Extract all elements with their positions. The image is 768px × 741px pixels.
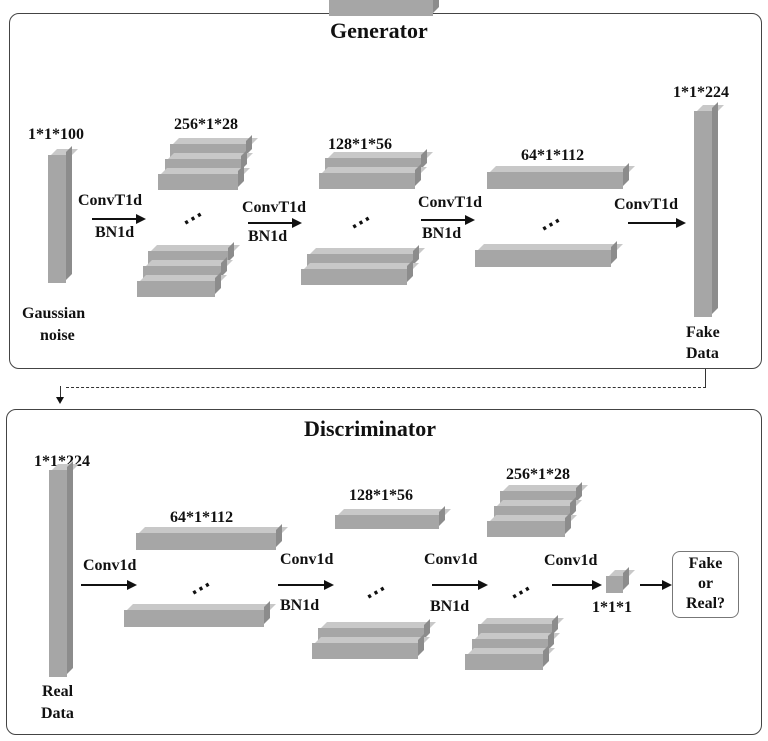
disc-input-caption-1: Real [42,683,74,700]
disc-arrow-1 [81,580,137,590]
gen-op3-top: ConvT1d [418,194,483,211]
gen-layer1-dims: 256*1*28 [174,116,238,133]
disc-layer3-block [487,521,565,537]
gen-op1-bottom: BN1d [95,224,135,241]
gen-op2-bottom: BN1d [248,228,288,245]
disc-arrow-5 [640,580,672,590]
disc-arrow-2 [278,580,334,590]
gen-output-caption-2: Data [686,345,719,362]
gen-layer3-block [475,250,611,267]
gen-output-dims: 1*1*224 [673,84,729,101]
disc-layer2-block [335,515,439,529]
disc-op3-top: Conv1d [424,551,478,568]
gen-output-caption-1: Fake [686,324,720,341]
decision-line-1: Fake [688,555,723,572]
gen-output-vector [694,111,712,317]
disc-layer3-dims: 256*1*28 [506,466,570,483]
gen-arrow-2 [248,218,302,228]
disc-arrow-4 [552,580,602,590]
feedback-arrowhead-icon [56,397,64,404]
feedback-connector-down [60,386,61,400]
gen-op3-bottom: BN1d [422,225,462,242]
disc-op2-bottom: BN1d [280,597,320,614]
gen-op2-top: ConvT1d [242,199,307,216]
gen-arrow-4 [628,218,686,228]
gen-layer1-block [158,174,238,190]
feedback-connector-dashed [66,387,706,388]
gen-layer2-block [301,269,407,285]
disc-op3-bottom: BN1d [430,598,470,615]
disc-op4-top: Conv1d [544,552,598,569]
generator-title: Generator [330,18,428,43]
disc-layer1-dims: 64*1*112 [170,509,234,526]
gen-input-vector [48,155,66,283]
decision-line-3: Real? [685,595,726,612]
feedback-connector-vertical [705,369,706,387]
disc-arrow-3 [432,580,488,590]
disc-layer3-block [465,654,543,670]
gen-arrow-1 [92,214,146,224]
disc-layer1-block [136,533,276,550]
disc-op1-top: Conv1d [83,557,137,574]
gen-input-caption-2: noise [40,327,75,344]
decision-line-2: or [697,575,714,592]
disc-op2-top: Conv1d [280,551,334,568]
gen-layer2-dims: 128*1*56 [328,136,392,153]
gen-layer1-block [137,281,215,297]
disc-input-vector [49,470,67,677]
disc-scalar-dims: 1*1*1 [592,599,632,616]
disc-layer2-dims: 128*1*56 [349,487,413,504]
discriminator-panel [6,409,762,735]
gen-op1-top: ConvT1d [78,192,143,209]
gen-layer3-block [487,172,623,189]
gen-final-op: ConvT1d [614,196,679,213]
gen-layer3-dims: 64*1*112 [521,147,585,164]
generator-panel [9,13,762,369]
discriminator-title: Discriminator [304,416,436,441]
disc-input-caption-2: Data [41,705,74,722]
gen-arrow-3 [421,215,475,225]
disc-scalar-cube [606,576,623,593]
disc-layer2-block [312,643,418,659]
disc-layer2-block [329,0,433,16]
gen-input-caption-1: Gaussian [22,305,86,322]
decision-box: Fake or Real? [672,551,739,618]
gen-layer2-block [319,173,415,189]
gen-input-dims: 1*1*100 [28,126,84,143]
disc-layer1-block [124,610,264,627]
